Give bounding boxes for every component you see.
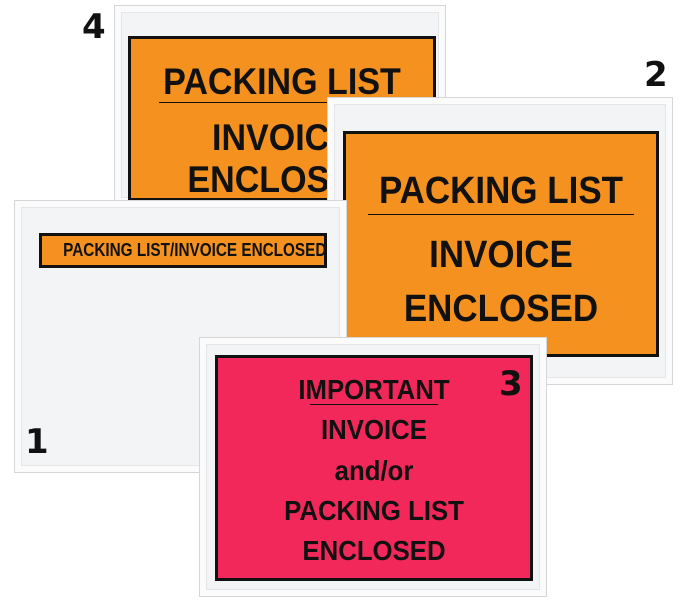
envelope-2-number: 2 [644,55,668,95]
envelope-3-line2: INVOICE [321,414,427,445]
envelope-3: IMPORTANT INVOICE and/or PACKING LIST EN… [199,337,547,597]
envelope-1-strip: PACKING LIST/INVOICE ENCLOSED [39,233,327,268]
envelope-2-rule [368,214,634,215]
envelope-2: PACKING LIST INVOICE ENCLOSED [327,97,673,385]
envelope-4-number: 4 [82,7,106,47]
envelope-3-label: IMPORTANT INVOICE and/or PACKING LIST EN… [215,355,533,581]
envelope-4-line1: PACKING LIST [163,61,401,102]
envelope-1-strip-text: PACKING LIST/INVOICE ENCLOSED [63,240,327,260]
envelope-3-line3: and/or [334,455,414,486]
envelope-2-line2: INVOICE [429,234,573,276]
envelope-2-label: PACKING LIST INVOICE ENCLOSED [343,131,659,357]
envelope-3-line4: PACKING LIST [284,495,464,526]
envelope-2-line3: ENCLOSED [403,288,599,330]
envelope-3-underline [310,404,438,405]
envelope-2-line1: PACKING LIST [378,170,624,212]
envelope-4-rule [159,102,405,103]
envelope-3-line1: IMPORTANT [298,374,450,405]
envelope-1-number: 1 [25,422,49,462]
envelope-3-number: 3 [499,364,523,404]
envelope-3-line5: ENCLOSED [302,535,446,566]
